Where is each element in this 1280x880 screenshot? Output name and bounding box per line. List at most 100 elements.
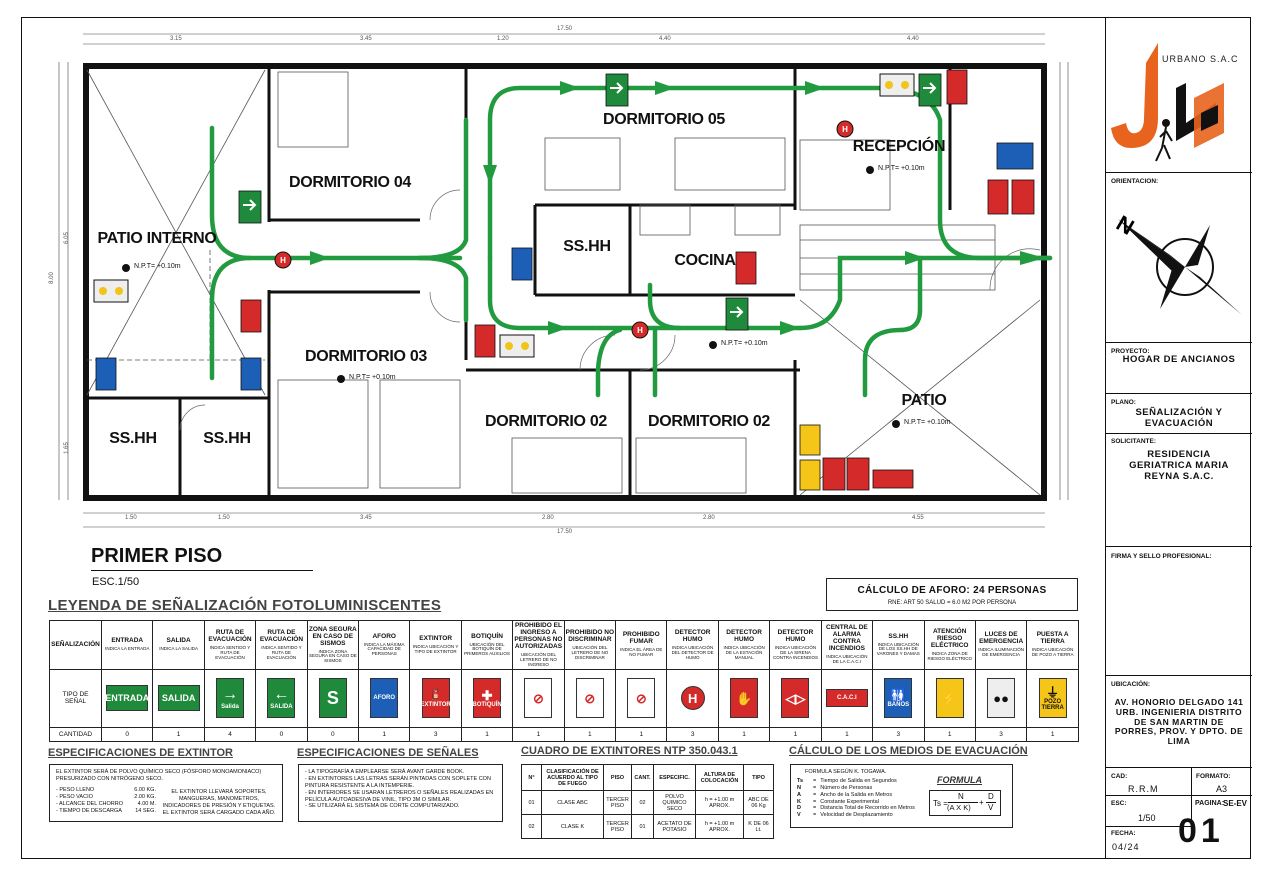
- dimension: 8.00: [48, 272, 55, 284]
- legend-item-count: 1: [820, 726, 874, 742]
- evacuacion-var: V=Velocidad de Desplazamiento: [797, 812, 893, 819]
- legend-item-desc: INDICA UBICACIÓN DE LA SIRENA CONTRA INC…: [772, 645, 818, 660]
- legend-item-count: 3: [974, 726, 1028, 742]
- legend-item-count: 0: [306, 726, 360, 742]
- legend-item-title: PUESTA A TIERRA: [1036, 631, 1069, 646]
- format-value: A3: [1216, 784, 1228, 794]
- legend-item-count: 1: [769, 726, 822, 742]
- dimension: 2.80: [703, 515, 715, 521]
- extintores-cell: K DE 06 Lt.: [743, 814, 774, 839]
- client-value: RESIDENCIA GERIATRICA MARIA REYNA S.A.C.: [1129, 449, 1229, 482]
- evacuacion-var: Ts=Tiempo de Salida en Segundos: [797, 777, 897, 784]
- evacuacion-var: N=Número de Personas: [797, 784, 873, 791]
- location-block: UBICACIÓN: AV. HONORIO DELGADO 141 URB. …: [1106, 675, 1252, 771]
- legend-item-sign: ◁▷: [769, 668, 822, 728]
- legend-item-count: 1: [460, 726, 514, 742]
- dimension: 4.55: [912, 515, 924, 521]
- room-label-dormitorio-02-b: DORMITORIO 02: [647, 413, 771, 430]
- dimension: 1.20: [497, 36, 509, 42]
- legend-sign-icon: ●●: [987, 678, 1016, 719]
- dimension: 1.65: [63, 442, 70, 454]
- aforo-subtitle: RNE: ART 50 SALUD = 6.0 M2 POR PERSONA: [887, 600, 1017, 606]
- legend-item-sign: ⊘: [615, 668, 668, 728]
- spec-extintor-title: ESPECIFICACIONES DE EXTINTOR: [48, 747, 233, 759]
- spec-key: - PESO LLENO: [56, 787, 95, 793]
- legend-sign-label: POZO TIERRA: [1041, 698, 1064, 711]
- spec-value: 2.00 KG.: [134, 793, 156, 800]
- legend-row-label: SEÑALIZACIÓN: [49, 620, 102, 670]
- legend-item-title: DETECTOR HUMO: [674, 629, 711, 643]
- legend-item-desc: INDICA UBICACIÓN DE POZO A TIERRA: [1031, 647, 1074, 658]
- npt-label: N.P.T= +0.10m: [904, 419, 951, 426]
- legend-item-sign: S: [306, 668, 360, 728]
- legend-item-desc: INDICA UBICACIÓN DE LA ESTACIÓN MANUAL: [723, 645, 765, 660]
- extintores-table: N°CLASIFICACIÓN DE ACUERDO AL TIPO DE FU…: [521, 764, 774, 839]
- extintores-header: PISO: [603, 764, 632, 791]
- spec-senales-line: - EN EXTINTORES LAS LETRAS SERÁN PINTADA…: [305, 775, 491, 789]
- legend-item-header: DETECTOR HUMO INDICA UBICACIÓN DEL DETECT…: [666, 620, 719, 670]
- legend-item-sign: ⊘: [563, 668, 617, 728]
- spec-extintor-box: EL EXTINTOR SERÁ DE POLVO QUÍMICO SECO (…: [49, 764, 283, 822]
- project-block: PROYECTO: HOGAR DE ANCIANOS: [1106, 342, 1252, 397]
- svg-text:H: H: [842, 125, 848, 134]
- legend-item-desc: INDICA LA SALIDA: [159, 646, 198, 652]
- client-label: SOLICITANTE:: [1111, 438, 1157, 445]
- legend-item-title: DETECTOR HUMO: [726, 629, 762, 643]
- page-label: PAGINA:: [1195, 800, 1225, 807]
- svg-text:H: H: [280, 256, 286, 265]
- dimension-total-top: 17.50: [557, 26, 573, 32]
- room-label-sshh-left-2: SS.HH: [203, 430, 251, 447]
- legend-item-desc: INDICA SENTIDO Y RUTA DE EVACUACIÓN: [261, 645, 302, 660]
- legend-sign-label: BOTIQUÍN: [472, 701, 502, 708]
- legend-item-desc: INDICA UBICACIÓN DEL DETECTOR DE HUMO: [671, 645, 714, 660]
- legend-sign-label: AFORO: [373, 695, 396, 702]
- legend-item-title: RUTA DE EVACUACIÓN: [259, 629, 304, 643]
- legend-item-count: 3: [409, 726, 462, 742]
- spec-extintor-text: EL EXTINTOR SERÁ DE POLVO QUÍMICO SECO (…: [56, 769, 262, 782]
- legend-row-label: TIPO DE SEÑAL: [49, 668, 102, 728]
- extintores-cell: TERCER PISO: [603, 790, 632, 815]
- npt-label: N.P.T= +0.10m: [134, 263, 181, 270]
- legend-item-count: 0: [255, 726, 308, 742]
- npt-label: N.P.T= +0.10m: [349, 374, 396, 381]
- legend-item-sign: 🧯EXTINTOR: [409, 668, 462, 728]
- legend-sign-icon: AFORO: [370, 678, 399, 719]
- legend-item-title: PROHIBIDO FUMAR: [622, 631, 660, 646]
- legend-sign-icon: ←SALIDA: [267, 678, 296, 719]
- legend-item-header: RUTA DE EVACUACIÓN INDICA SENTIDO Y RUTA …: [255, 620, 308, 670]
- spec-extintor-note: EL EXTINTOR LLEVARÁ SOPORTES, MANGUERAS,…: [162, 789, 276, 816]
- legend-item-sign: SALIDA: [152, 668, 205, 728]
- formula-lhs: Ts =: [933, 799, 948, 808]
- dimension: 1.50: [218, 515, 230, 521]
- room-label-recepcion: RECEPCIÓN: [852, 138, 946, 155]
- extintores-header: CANT.: [631, 764, 654, 791]
- dimension: 3.15: [170, 36, 182, 42]
- signature-label: FIRMA Y SELLO PROFESIONAL:: [1111, 553, 1212, 560]
- cad-value: R.R.M: [1128, 784, 1159, 794]
- extintores-cell: ACETATO DE POTASIO: [653, 814, 696, 839]
- floor-plan: H H H: [58, 33, 1069, 528]
- legend-sign-label: SALIDA: [161, 693, 196, 704]
- dimension: 4.40: [907, 36, 919, 42]
- legend-item-desc: INDICA SENTIDO Y RUTA DE EVACUACIÓN: [209, 645, 251, 660]
- legend-title: LEYENDA DE SEÑALIZACIÓN FOTOLUMINISCENTE…: [48, 597, 442, 614]
- var-desc: Velocidad de Desplazamiento: [820, 812, 893, 819]
- legend-item-desc: INDICA EL ÁREA DE NO FUMAR: [620, 647, 663, 658]
- legend-item-title: RUTA DE EVACUACIÓN: [208, 629, 252, 643]
- evacuacion-var: K=Constante Experimental: [797, 798, 879, 805]
- var-symbol: N: [797, 784, 801, 791]
- room-label-cocina: COCINA: [674, 252, 736, 269]
- legend-sign-icon: ✋: [730, 678, 759, 719]
- legend-item-title: BOTIQUÍN: [471, 632, 503, 640]
- spec-senales-line: - SE UTILIZARÁ EL SISTEMA DE CORTE COMPU…: [305, 803, 460, 810]
- formula-d: D: [988, 792, 994, 801]
- evacuacion-title: CÁLCULO DE LOS MEDIOS DE EVACUACIÓN: [789, 745, 1028, 757]
- spec-key: - TIEMPO DE DESCARGA: [56, 807, 122, 814]
- legend-item-sign: H: [666, 668, 719, 728]
- extintores-header: CLASIFICACIÓN DE ACUERDO AL TIPO DE FUEG…: [541, 764, 604, 791]
- sheet-info-block: CAD: R.R.M FORMATO: A3 ESC: 1/50 PAGINA:…: [1106, 767, 1252, 859]
